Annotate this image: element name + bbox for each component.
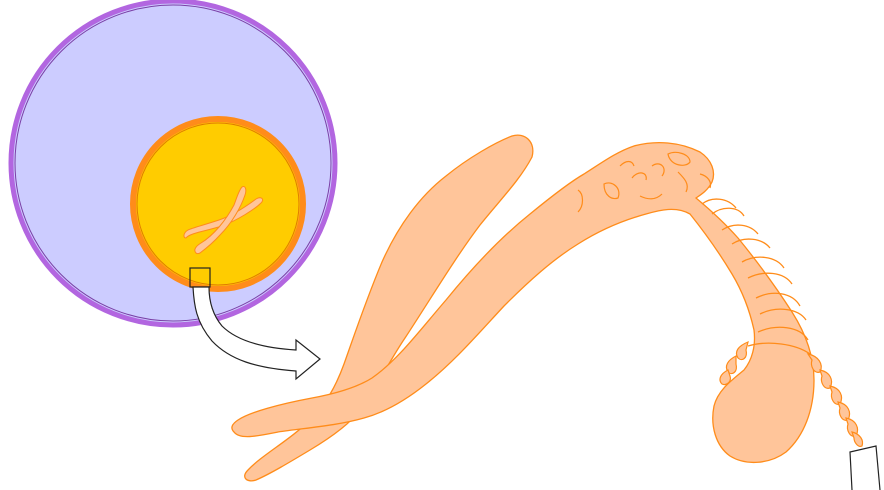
dna-strand-right — [808, 354, 863, 446]
nucleus — [133, 119, 303, 289]
nucleus-body — [133, 119, 303, 289]
zoom-box-right — [850, 446, 880, 490]
